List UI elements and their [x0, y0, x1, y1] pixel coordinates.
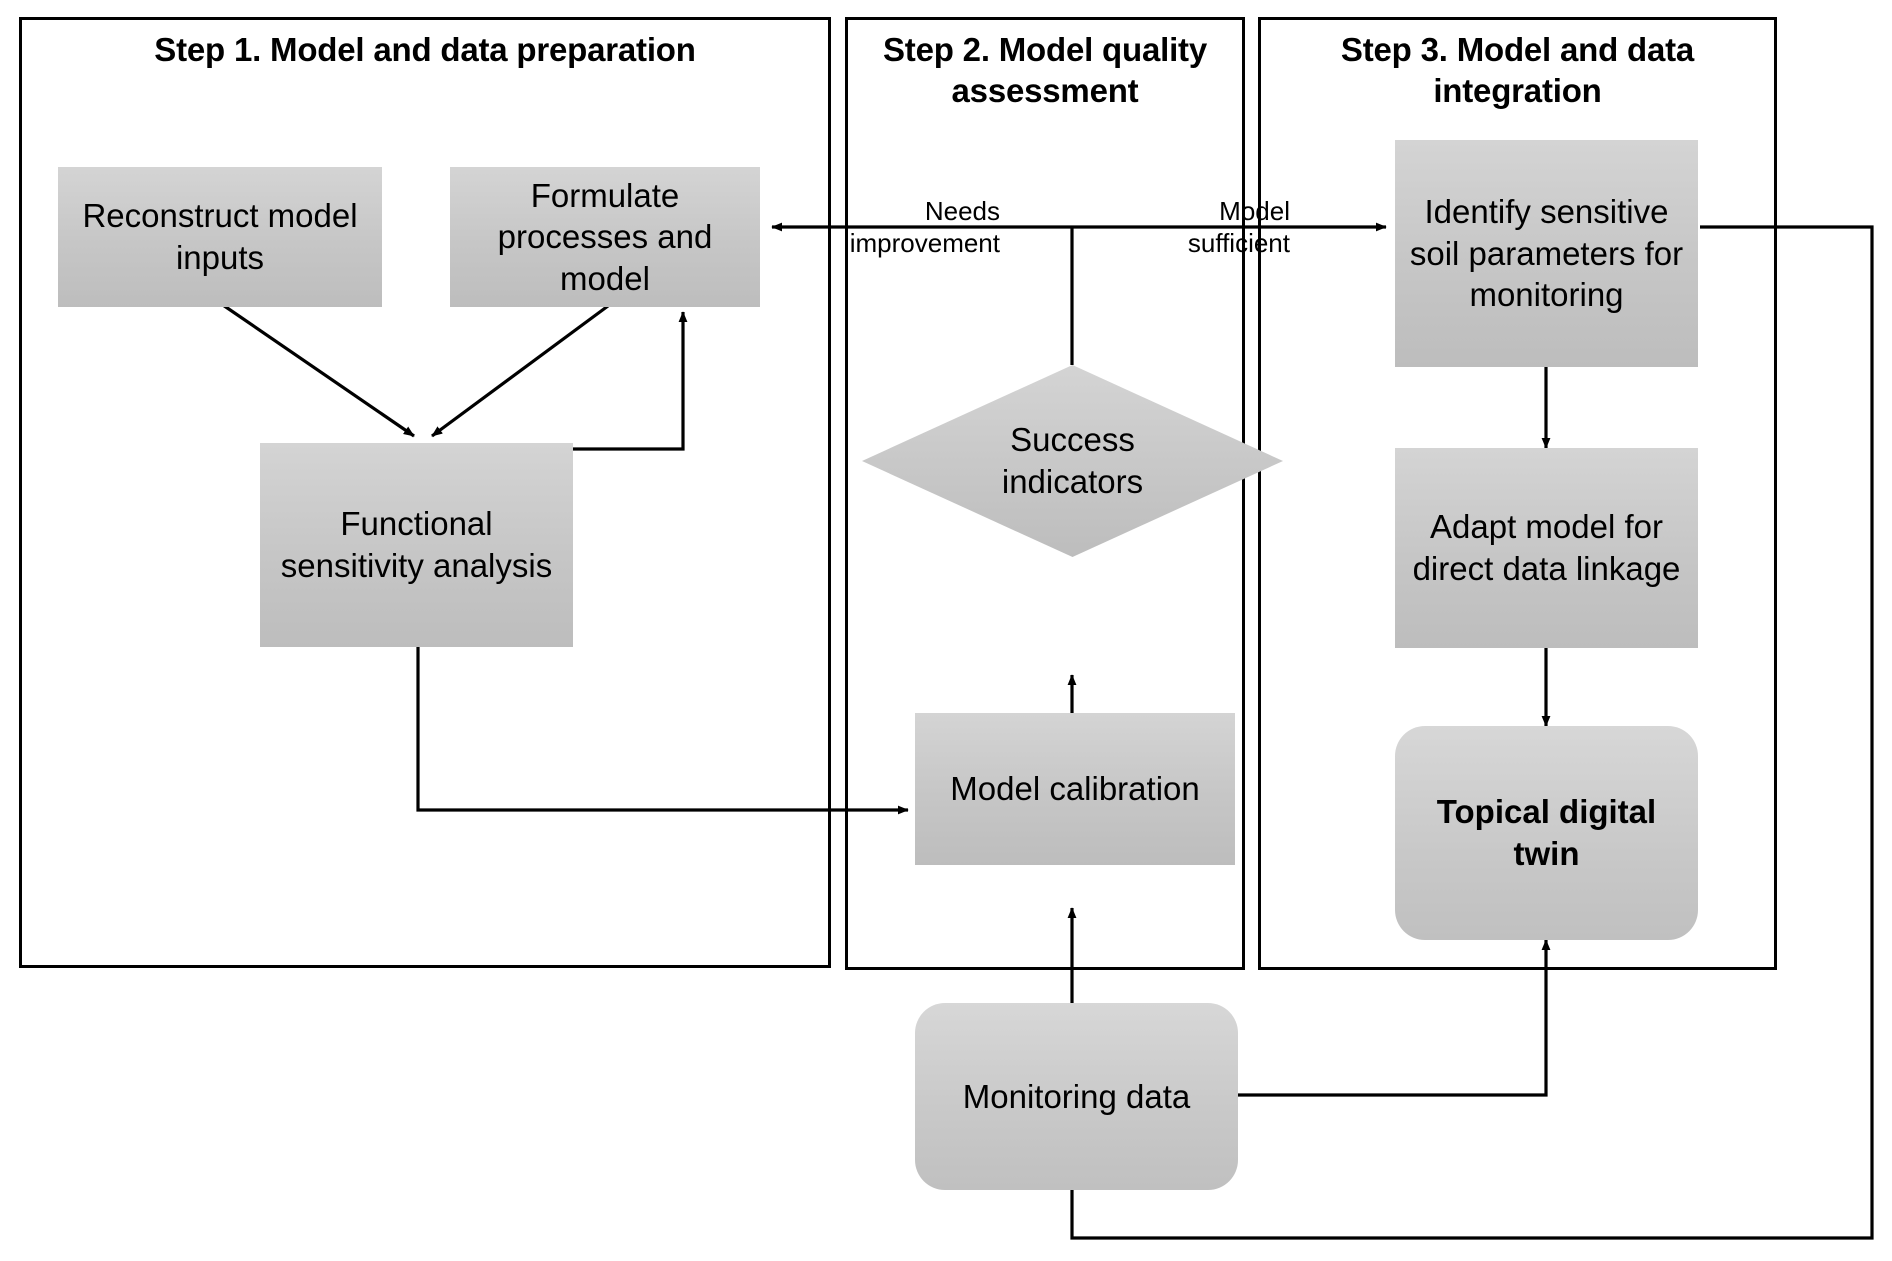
- node-adapt-model-for-direct-data-linkage[interactable]: Adapt model for direct data linkage: [1395, 448, 1698, 648]
- node-reconstruct-model-inputs[interactable]: Reconstruct model inputs: [58, 167, 382, 307]
- edge-label-model-sufficient-line1: Model: [1219, 196, 1290, 226]
- panel-step1-title: Step 1. Model and data preparation: [154, 31, 696, 68]
- panel-step2-title: Step 2. Model quality assessment: [882, 31, 1207, 109]
- panel-step1: [19, 17, 831, 968]
- edge-label-needs-improvement-line1: Needs: [924, 196, 1000, 226]
- node-monitoring-data[interactable]: Monitoring data: [915, 1003, 1238, 1190]
- node-formulate-processes-and-model[interactable]: Formulate processes and model: [450, 167, 760, 307]
- node-success-indicators[interactable]: Success indicators: [862, 365, 1283, 557]
- node-success-indicators-label: Success indicators: [1001, 421, 1144, 500]
- node-functional-sensitivity-analysis[interactable]: Functional sensitivity analysis: [260, 443, 573, 647]
- edge-label-needs-improvement-line2: improvement: [849, 227, 1000, 258]
- node-identify-sensitive-soil-parameters[interactable]: Identify sensitive soil parameters for m…: [1395, 140, 1698, 367]
- edge-label-model-sufficient-line2: sufficient: [1187, 227, 1290, 258]
- node-model-calibration[interactable]: Model calibration: [915, 713, 1235, 865]
- panel-step3-title: Step 3. Model and data integration: [1340, 31, 1695, 109]
- node-topical-digital-twin[interactable]: Topical digital twin: [1395, 726, 1698, 940]
